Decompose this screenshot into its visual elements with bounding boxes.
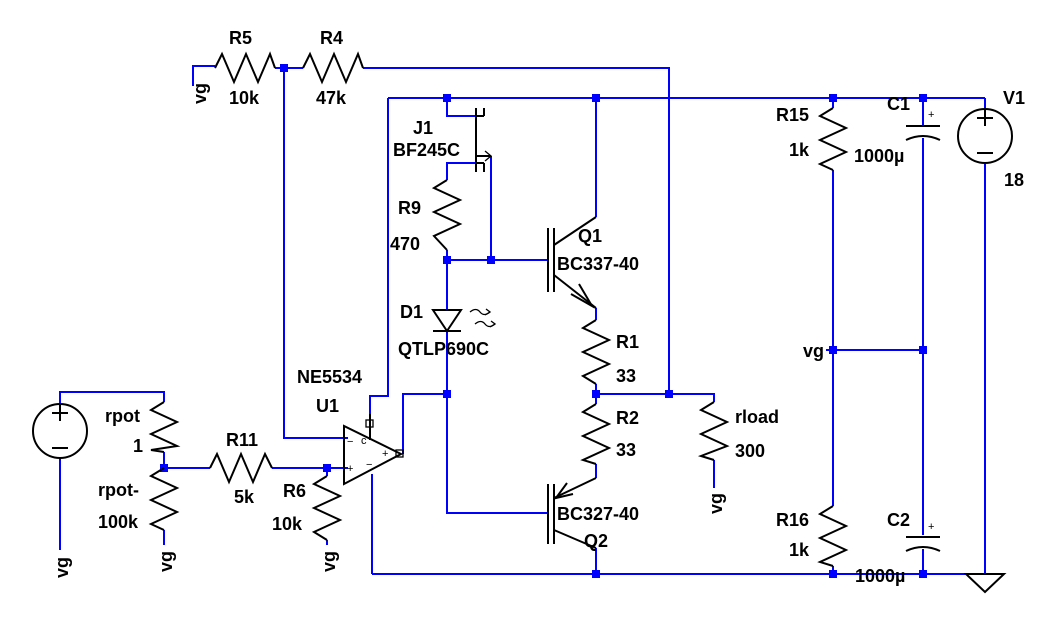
net-label-vg: vg [156, 551, 176, 572]
svg-text:1k: 1k [789, 540, 810, 560]
junction-dot [592, 570, 600, 578]
resistor-rload: rload 300 [697, 401, 779, 461]
junction-dot [487, 256, 495, 264]
svg-text:V1: V1 [1003, 88, 1025, 108]
svg-text:R4: R4 [320, 28, 343, 48]
svg-text:470: 470 [390, 234, 420, 254]
junction-dot [829, 94, 837, 102]
net-labels: vg vg vg vg vg vg [52, 83, 824, 578]
junction-dot [443, 256, 451, 264]
svg-text:R9: R9 [398, 198, 421, 218]
resistor-r16: R16 1k [776, 505, 849, 567]
svg-text:R1: R1 [616, 332, 639, 352]
svg-text:1000µ: 1000µ [855, 566, 905, 586]
svg-text:J1: J1 [413, 118, 433, 138]
resistor-r2: R2 33 [580, 403, 639, 465]
led-d1: D1 QTLP690C [398, 302, 497, 359]
junction-dot [443, 94, 451, 102]
svg-text:33: 33 [616, 440, 636, 460]
svg-text:BC337-40: BC337-40 [557, 254, 639, 274]
resistor-r6: R6 10k [272, 475, 343, 541]
svg-text:1: 1 [133, 436, 143, 456]
net-label-vg: vg [319, 551, 339, 572]
svg-text:rload: rload [735, 407, 779, 427]
net-label-vg: vg [706, 493, 726, 514]
svg-text:1k: 1k [789, 140, 810, 160]
junction-dot [592, 94, 600, 102]
svg-text:BC327-40: BC327-40 [557, 504, 639, 524]
svg-text:D1: D1 [400, 302, 423, 322]
npn-transistor-q1: Q1 BC337-40 [547, 216, 639, 309]
junction-dot [919, 570, 927, 578]
resistor-r9: R9 470 [390, 179, 463, 254]
svg-text:rpot: rpot [105, 406, 140, 426]
junction-dot [829, 346, 837, 354]
wires [59, 65, 986, 575]
junction-dot [443, 390, 451, 398]
resistor-r15: R15 1k [776, 105, 849, 171]
svg-text:10k: 10k [272, 514, 303, 534]
svg-text:10k: 10k [229, 88, 260, 108]
junction-dot [919, 346, 927, 354]
resistor-rpot-minus: rpot- 100k [98, 467, 180, 532]
capacitor-c2: + C2 1000µ [855, 510, 941, 586]
svg-text:R2: R2 [616, 408, 639, 428]
svg-text:R5: R5 [229, 28, 252, 48]
voltage-source-input [32, 403, 88, 459]
svg-text:+: + [928, 109, 934, 121]
jfet-j1: J1 BF245C [393, 108, 493, 172]
net-label-vg: vg [190, 83, 210, 104]
svg-text:+: + [928, 521, 934, 533]
pnp-transistor-q2: BC327-40 Q2 [547, 477, 639, 551]
resistor-r11: R11 5k [209, 430, 273, 507]
svg-text:100k: 100k [98, 512, 139, 532]
svg-text:47k: 47k [316, 88, 347, 108]
svg-text:1000µ: 1000µ [854, 146, 904, 166]
svg-text:18: 18 [1004, 170, 1024, 190]
svg-text:U1: U1 [316, 396, 339, 416]
svg-text:Q2: Q2 [584, 531, 608, 551]
opamp-u1: − c + + − NE5534 U1 [297, 367, 404, 486]
svg-text:C1: C1 [887, 94, 910, 114]
svg-text:QTLP690C: QTLP690C [398, 339, 489, 359]
svg-text:+: + [382, 448, 388, 460]
capacitor-c1: + C1 1000µ [854, 94, 941, 166]
svg-text:R6: R6 [283, 481, 306, 501]
resistor-rpot: rpot 1 [105, 401, 181, 456]
svg-text:−: − [366, 459, 372, 471]
junction-dot [919, 94, 927, 102]
resistor-r5: R5 10k [214, 28, 276, 108]
junction-dot [829, 570, 837, 578]
svg-text:R11: R11 [226, 430, 258, 450]
svg-text:c: c [361, 435, 367, 447]
svg-text:R16: R16 [776, 510, 809, 530]
svg-text:R15: R15 [776, 105, 809, 125]
svg-text:+: + [347, 463, 353, 475]
svg-text:5k: 5k [234, 487, 255, 507]
svg-text:Q1: Q1 [578, 226, 602, 246]
junction-dot [323, 464, 331, 472]
net-label-vg: vg [52, 557, 72, 578]
svg-text:33: 33 [616, 366, 636, 386]
svg-text:300: 300 [735, 441, 765, 461]
junction-dot [280, 64, 288, 72]
svg-text:BF245C: BF245C [393, 140, 460, 160]
voltage-source-v1: V1 18 [957, 88, 1025, 190]
svg-text:C2: C2 [887, 510, 910, 530]
resistor-r1: R1 33 [580, 319, 639, 386]
resistor-r4: R4 47k [302, 28, 364, 108]
svg-text:NE5534: NE5534 [297, 367, 362, 387]
net-label-vg: vg [803, 341, 824, 361]
junction-dot [592, 390, 600, 398]
junctions [160, 64, 927, 578]
svg-text:−: − [347, 436, 353, 448]
ground-symbol [963, 573, 1007, 594]
junction-dot [665, 390, 673, 398]
svg-text:rpot-: rpot- [98, 480, 139, 500]
